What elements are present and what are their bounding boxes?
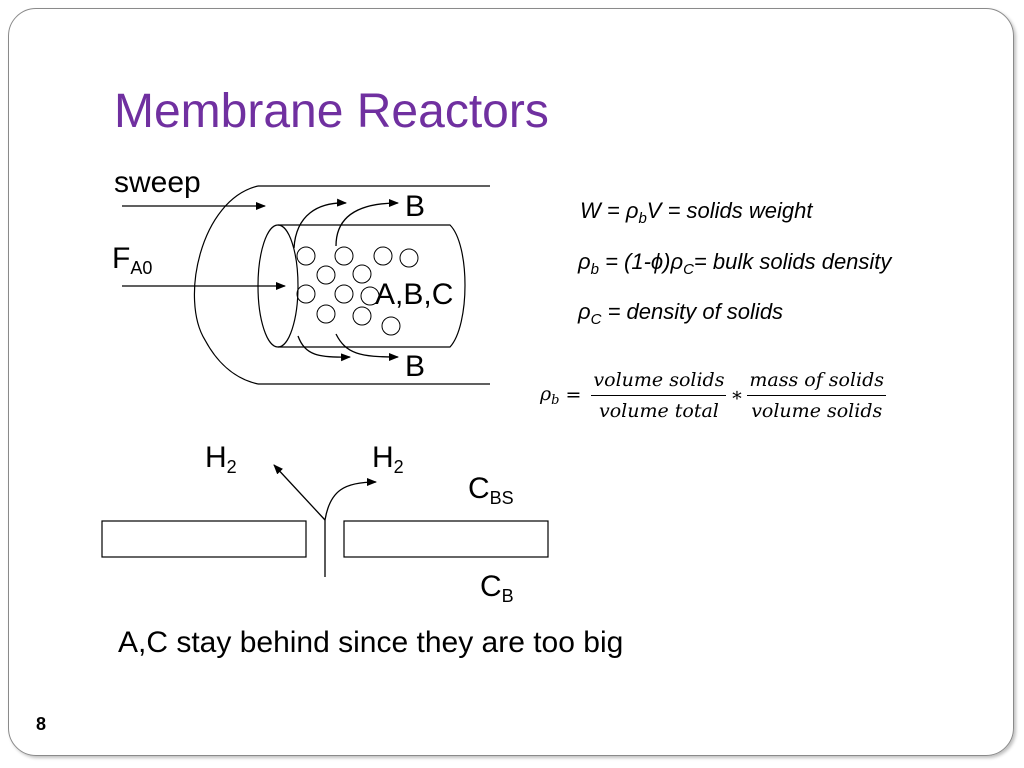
fraction-mass-numerator: mass of solids <box>747 369 887 396</box>
membrane-wall-left <box>101 520 307 558</box>
cb-label: CB <box>480 570 514 606</box>
fraction-volume-numerator: volume solids <box>591 369 727 396</box>
formula-times: ∗ <box>730 384 744 406</box>
membrane-wall-right <box>343 520 549 558</box>
fraction-volume-denominator: volume total <box>598 399 719 422</box>
fraction-mass: mass of solids volume solids <box>747 369 887 422</box>
fraction-volume: volume solids volume total <box>591 369 727 422</box>
solid-particles <box>296 246 419 336</box>
b-top-label: B <box>405 190 426 223</box>
slide-frame <box>8 8 1014 756</box>
equation-solids-weight: W = ρbV = solids weight <box>580 198 813 227</box>
b-bottom-label: B <box>405 350 426 383</box>
page-number: 8 <box>36 714 47 734</box>
b-top-arrow-1 <box>293 198 347 249</box>
fa0-label: FA0 <box>112 242 153 278</box>
slide-title: Membrane Reactors <box>114 85 549 138</box>
formula-equals: = <box>565 384 582 406</box>
abc-label: A,B,C <box>375 278 454 311</box>
bulk-density-formula: ρb = volume solids volume total ∗ mass o… <box>540 362 890 428</box>
h2-left-arrow <box>273 464 326 521</box>
shell-left-arc <box>193 185 259 385</box>
sweep-label: sweep <box>114 166 201 199</box>
formula-lhs: ρb <box>540 382 560 408</box>
cbs-label: CBS <box>468 472 514 508</box>
equation-bulk-density: ρb = (1-ϕ)ρC= bulk solids density <box>578 249 892 278</box>
b-bottom-arrow-2 <box>335 333 399 361</box>
explanation-text: A,C stay behind since they are too big <box>118 626 624 659</box>
fraction-mass-denominator: volume solids <box>751 399 883 422</box>
h2-right-label: H2 <box>372 441 404 477</box>
tube-body <box>278 224 466 348</box>
b-bottom-arrow-1 <box>297 335 351 362</box>
b-top-arrow-2 <box>335 199 399 247</box>
h2-right-arrow <box>324 478 377 521</box>
h2-left-label: H2 <box>205 441 237 477</box>
equation-solids-density: ρC = density of solids <box>578 299 784 328</box>
